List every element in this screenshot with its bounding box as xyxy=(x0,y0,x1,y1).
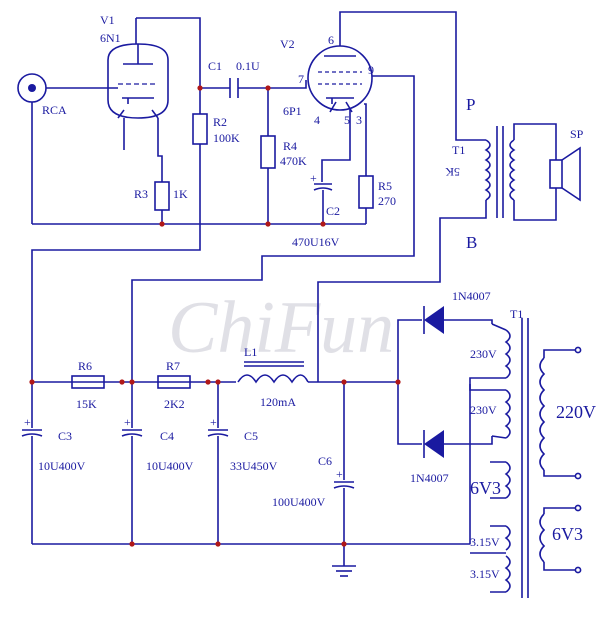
r7-value: 2K2 xyxy=(164,397,185,411)
r7-resistor xyxy=(157,375,191,389)
c6-capacitor xyxy=(333,382,355,560)
svg-text:+: + xyxy=(24,415,31,429)
junction-dots xyxy=(29,85,401,547)
rca-jack xyxy=(17,73,47,103)
c6-value: 100U400V xyxy=(272,495,326,509)
pt-pri-6v3: 6V3 xyxy=(552,524,583,544)
pt-pri-220v: 220V xyxy=(556,402,596,422)
c1-label: C1 xyxy=(208,59,222,73)
r6-resistor xyxy=(71,375,105,389)
c2-capacitor-bottom xyxy=(313,187,333,191)
c5-label: C5 xyxy=(244,429,258,443)
c4-label: C4 xyxy=(160,429,174,443)
diode-d2 xyxy=(423,430,493,458)
pt-sec-3v15b: 3.15V xyxy=(470,567,500,581)
wire-v2-screen xyxy=(131,75,415,382)
v2-tube-symbol xyxy=(307,45,373,113)
l1-label: L1 xyxy=(244,345,257,359)
c1-capacitor xyxy=(229,78,239,98)
ot-value: 5K xyxy=(445,165,460,179)
v2-pin5: 5 xyxy=(344,113,350,127)
speaker-label: SP xyxy=(570,127,584,141)
r2-label: R2 xyxy=(213,115,227,129)
wire-ct xyxy=(469,377,506,391)
d1-label: 1N4007 xyxy=(452,289,491,303)
wire-ot-sp-top xyxy=(513,123,557,160)
v2-pin3: 3 xyxy=(356,113,362,127)
v2-label: V2 xyxy=(280,37,295,51)
r6-value: 15K xyxy=(76,397,97,411)
v2-pin9: 9 xyxy=(368,63,374,77)
v2-pin4: 4 xyxy=(314,113,320,127)
wire-v2-cathode xyxy=(364,103,367,176)
v1-tube-symbol xyxy=(107,18,169,119)
r3-value: 1K xyxy=(173,187,188,201)
r6-label: R6 xyxy=(78,359,92,373)
v1-label: V1 xyxy=(100,13,115,27)
c3-label: C3 xyxy=(58,429,72,443)
v2-type: 6P1 xyxy=(283,104,302,118)
v2-pin7: 7 xyxy=(298,72,304,86)
svg-text:+: + xyxy=(124,415,131,429)
pt-sec-3v15a: 3.15V xyxy=(470,535,500,549)
wire-v1-plate xyxy=(136,17,201,88)
wire-ot-sp-bottom xyxy=(513,188,557,221)
wire-v1-cathode xyxy=(157,118,163,182)
r2-value: 100K xyxy=(213,131,240,145)
pt-label: T1 xyxy=(510,307,523,321)
c3-capacitor xyxy=(21,382,43,544)
r4-value: 470K xyxy=(280,154,307,168)
r3-label: R3 xyxy=(134,187,148,201)
watermark: ChiFun xyxy=(168,287,394,369)
ground-symbol xyxy=(332,560,356,577)
c6-label: C6 xyxy=(318,454,332,468)
c5-capacitor xyxy=(207,382,229,544)
wire-c1-grid xyxy=(238,80,307,89)
l1-choke xyxy=(236,361,309,390)
r5-resistor xyxy=(358,175,374,209)
r4-resistor xyxy=(260,135,276,169)
r4-label: R4 xyxy=(283,139,297,153)
pt-sec-6v3: 6V3 xyxy=(470,478,501,498)
ot-label: T1 xyxy=(452,143,465,157)
output-transformer xyxy=(484,126,516,218)
rca-label: RCA xyxy=(42,103,67,117)
c2-value: 470U16V xyxy=(292,235,340,249)
wire-v2-plate xyxy=(339,11,486,141)
r5-value: 270 xyxy=(378,194,396,208)
c4-capacitor xyxy=(121,382,143,544)
wire-r2-bplus xyxy=(31,144,201,382)
v2-pin6: 6 xyxy=(328,33,334,47)
l1-value: 120mA xyxy=(260,395,296,409)
svg-text:+: + xyxy=(210,415,217,429)
c5-value: 33U450V xyxy=(230,459,278,473)
r7-label: R7 xyxy=(166,359,180,373)
diode-d1 xyxy=(423,306,493,334)
d2-label: 1N4007 xyxy=(410,471,449,485)
ot-primary-label: P xyxy=(466,95,475,114)
c3-value: 10U400V xyxy=(38,459,86,473)
r5-label: R5 xyxy=(378,179,392,193)
c2-label: C2 xyxy=(326,204,340,218)
power-transformer xyxy=(504,318,582,598)
c1-value: 0.1U xyxy=(236,59,260,73)
r2-resistor xyxy=(192,113,208,145)
v1-type: 6N1 xyxy=(100,31,121,45)
ot-b-label: B xyxy=(466,233,477,252)
r3-resistor xyxy=(154,181,170,211)
c4-value: 10U400V xyxy=(146,459,194,473)
c2-plus: + xyxy=(310,171,317,185)
wire-ot-bplus xyxy=(317,200,487,382)
pt-sec-230a: 230V xyxy=(470,347,497,361)
pt-sec-230b: 230V xyxy=(470,403,497,417)
speaker-icon xyxy=(549,146,581,202)
svg-text:+: + xyxy=(336,467,343,481)
